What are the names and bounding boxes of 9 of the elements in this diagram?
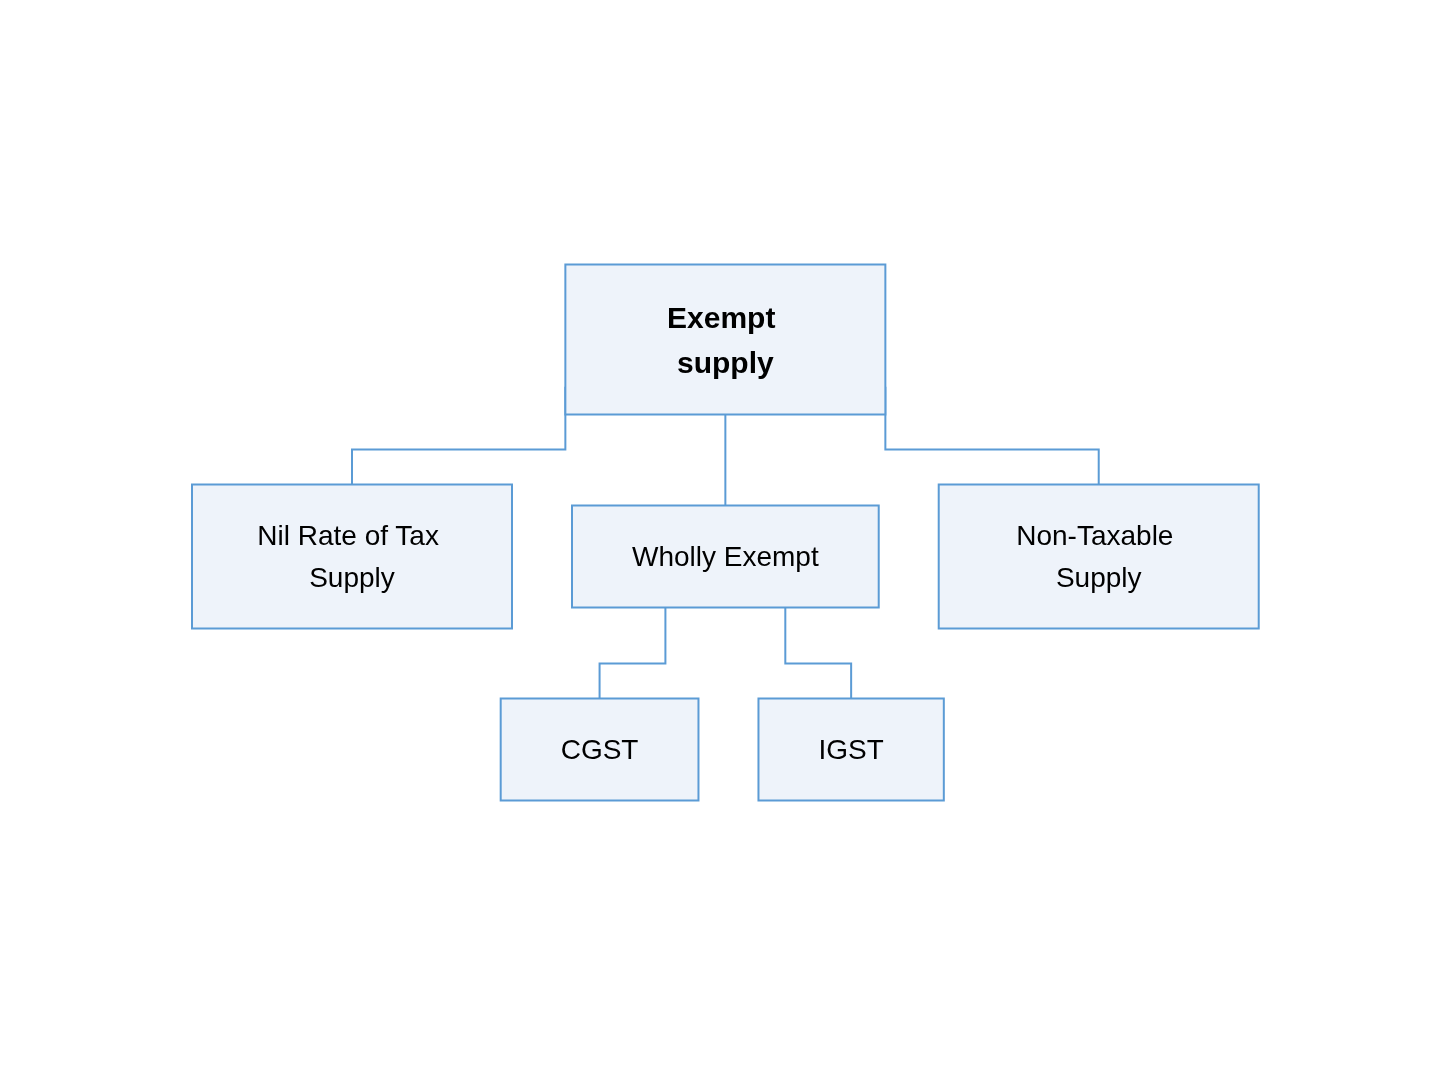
node-box: CGST (499, 697, 700, 802)
connector (598, 606, 667, 700)
node-box: Wholly Exempt (570, 504, 880, 609)
connector (783, 606, 852, 700)
node-box: IGST (757, 697, 945, 802)
connector (724, 413, 726, 507)
node-box: Exempt supply (564, 263, 886, 416)
node-box: Non-Taxable Supply (937, 483, 1260, 630)
node-box: Nil Rate of Tax Supply (190, 483, 513, 630)
